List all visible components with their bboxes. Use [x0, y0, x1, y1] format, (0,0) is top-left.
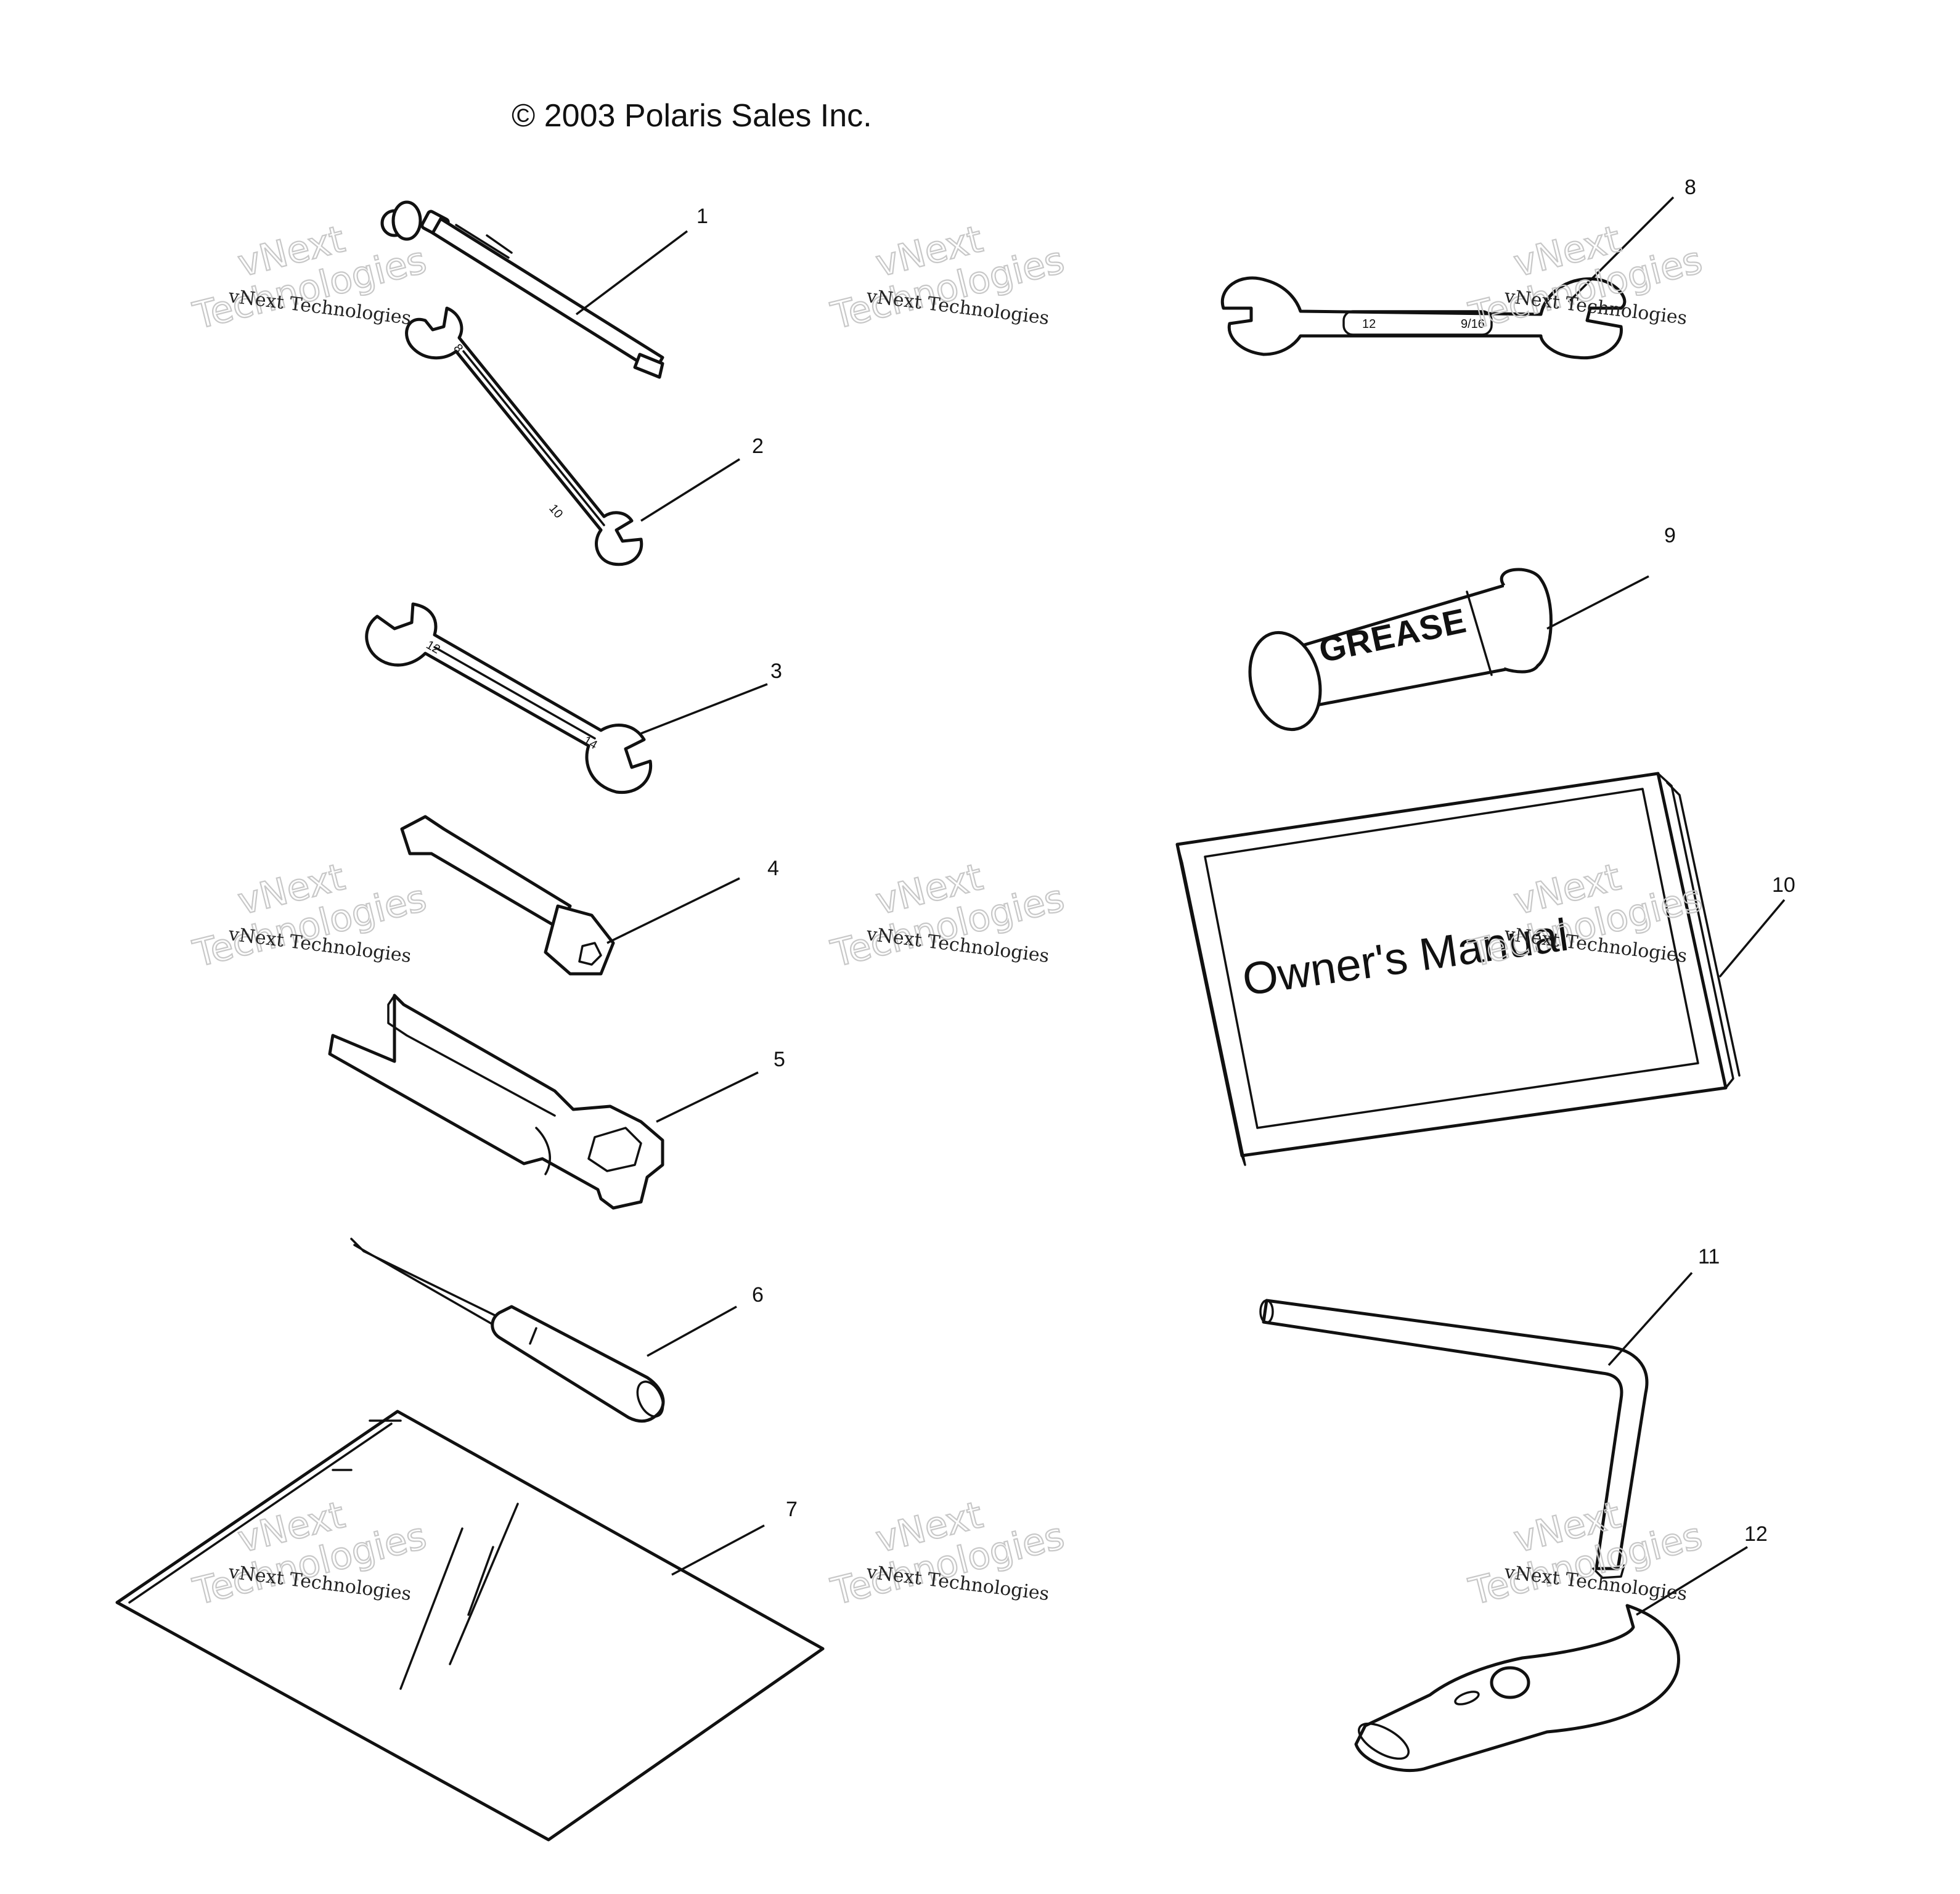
callout-11: 11	[1698, 1245, 1720, 1268]
callout-4: 4	[767, 857, 779, 880]
callout-7: 7	[786, 1498, 798, 1521]
part-3-wrench-12-14: 12 14	[365, 602, 653, 794]
callout-1: 1	[696, 205, 708, 228]
part-10-owners-manual: Owner's Manual	[1175, 772, 1741, 1166]
watermark: vNext Technologies vNext Technologies	[1464, 1493, 1707, 1615]
part-12-hook-tool	[1354, 1604, 1680, 1773]
watermark: vNext Technologies vNext Technologies	[189, 855, 431, 977]
callout-8: 8	[1684, 176, 1696, 199]
part-9-grease-tube: GREASE	[1248, 568, 1553, 732]
part-4-spark-plug-socket	[400, 815, 615, 976]
wrench8-label-916: 9/16	[1461, 317, 1485, 331]
part-1-pressure-gauge	[380, 200, 664, 379]
part-2-wrench-8-10: 8 10	[405, 306, 643, 566]
callout-3: 3	[770, 659, 782, 683]
leader-lines	[575, 196, 1786, 1616]
callout-2: 2	[752, 435, 764, 458]
callout-12: 12	[1744, 1522, 1768, 1546]
watermark: vNext Technologies vNext Technologies	[827, 855, 1069, 977]
watermark: vNext Technologies vNext Technologies	[827, 1493, 1069, 1615]
callout-6: 6	[752, 1283, 764, 1307]
callout-5: 5	[774, 1048, 785, 1071]
part-11-hex-key	[1259, 1299, 1649, 1579]
part-5-spark-plug-wrench	[328, 994, 664, 1210]
callout-9: 9	[1664, 524, 1676, 547]
part-7-bag	[115, 1410, 825, 1842]
watermark: vNext Technologies vNext Technologies	[827, 217, 1069, 339]
copyright-text: © 2003 Polaris Sales Inc.	[512, 98, 872, 134]
callout-10: 10	[1772, 873, 1795, 897]
wrench8-label-12: 12	[1362, 317, 1376, 331]
part-8-wrench-12-9-16: 12 9/16	[1220, 276, 1627, 360]
callouts: 1 2 3 4 5 6 7 8 9 10 11 12	[696, 176, 1795, 1546]
svg-text:10: 10	[546, 502, 565, 521]
part-6-screwdriver	[350, 1238, 665, 1423]
